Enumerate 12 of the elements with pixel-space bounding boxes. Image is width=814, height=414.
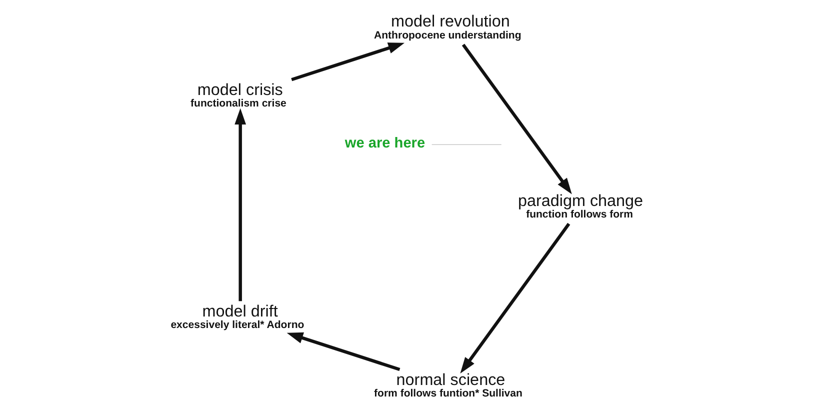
connector — [430, 144, 502, 146]
node-text: we are here — [344, 135, 425, 152]
node-text: model drift excessively literal* Adorno — [170, 302, 304, 332]
arrow — [460, 222, 570, 374]
arrow — [461, 44, 572, 194]
arrow — [290, 42, 404, 82]
node-text: model revolution Anthropocene understanding — [374, 12, 521, 42]
node-text: paradigm change function follows form — [517, 192, 643, 220]
arrow — [234, 108, 246, 302]
arrow — [286, 332, 400, 372]
node-text: model crisis functionalism crise — [190, 81, 286, 110]
node-text: normal science form follows funtion* Sullivan — [374, 370, 522, 400]
